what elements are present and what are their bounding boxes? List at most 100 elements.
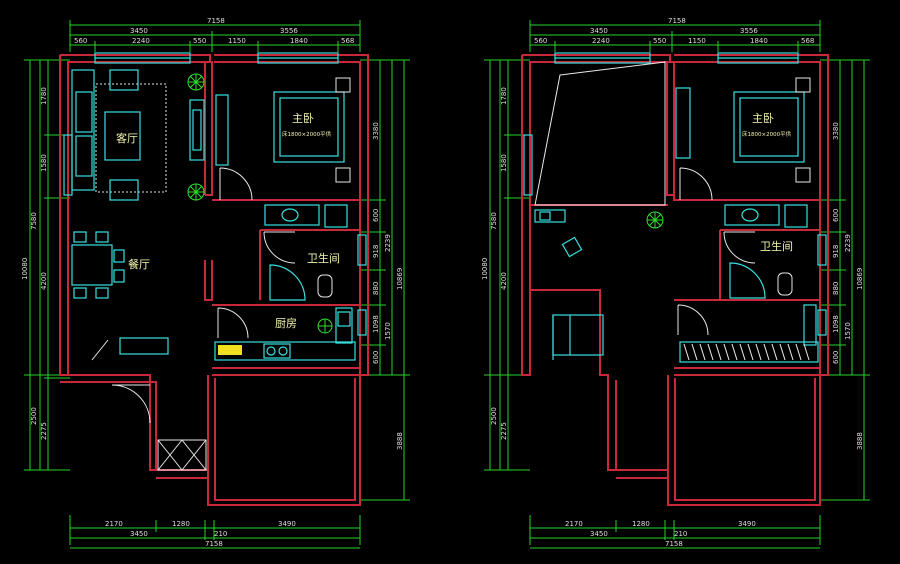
right-study bbox=[534, 209, 664, 258]
left-bottom-dimensions: 2170 1280 3490 3450 210 7158 bbox=[69, 515, 361, 549]
left-bed-note: 床1800×2000平供 bbox=[282, 130, 332, 138]
left-left-outer-2: 10080 bbox=[21, 258, 29, 280]
left-armchair-bottom bbox=[109, 179, 139, 201]
right-floor-plan: 7158 3450 3556 560 2240 550 1150 1840 56… bbox=[481, 17, 870, 549]
left-top-part-3: 550 bbox=[193, 37, 206, 45]
hanger-mark bbox=[691, 343, 698, 361]
left-kitchen-door bbox=[217, 307, 249, 339]
left-shower bbox=[269, 264, 306, 301]
left-left-inner-3: 4200 bbox=[40, 272, 48, 290]
left-windows bbox=[63, 52, 367, 336]
right-bathroom: 卫生间 bbox=[723, 204, 808, 299]
hanger-mark bbox=[683, 343, 690, 361]
left-master-bedroom: 主卧 床1800×2000平供 bbox=[215, 77, 351, 201]
right-bedroom-door bbox=[679, 167, 713, 201]
right-bottom-part-2: 1280 bbox=[632, 520, 650, 528]
left-bottom-part-1: 2170 bbox=[105, 520, 123, 528]
left-bottom-part-3: 3490 bbox=[278, 520, 296, 528]
left-wardrobe bbox=[215, 94, 229, 166]
left-bedroom-door bbox=[219, 167, 253, 201]
left-kitchen: 厨房 bbox=[214, 307, 356, 361]
left-toilet bbox=[317, 274, 333, 298]
hanger-mark bbox=[747, 343, 754, 361]
right-left-outer-3: 2500 bbox=[490, 407, 498, 425]
hanger-mark bbox=[723, 343, 730, 361]
left-right-inner-2: 600 bbox=[372, 209, 380, 222]
right-top-part-1: 560 bbox=[534, 37, 547, 45]
living-room-label: 客厅 bbox=[116, 131, 138, 145]
master-bedroom-label: 主卧 bbox=[292, 112, 314, 125]
left-tv-cabinet bbox=[189, 99, 205, 161]
right-right-outer-4: 3888 bbox=[856, 432, 864, 450]
left-top-total: 7158 bbox=[207, 17, 225, 25]
left-plant-bottom bbox=[187, 183, 205, 201]
right-walls bbox=[521, 54, 829, 506]
left-right-inner-3: 918 bbox=[372, 245, 380, 258]
right-bottom-sub-2: 210 bbox=[674, 530, 687, 538]
left-left-outer-3: 2500 bbox=[30, 407, 38, 425]
left-left-outer-1: 7580 bbox=[30, 212, 38, 230]
right-right-inner-6: 600 bbox=[832, 351, 840, 364]
right-bath-door bbox=[723, 231, 756, 264]
left-top-dimensions: 7158 3450 3556 560 2240 550 1150 1840 56… bbox=[69, 17, 361, 52]
right-desk bbox=[534, 209, 566, 223]
left-left-dimensions: 7580 10080 2500 1780 1580 4200 2275 bbox=[21, 59, 70, 471]
left-dining-table bbox=[71, 244, 113, 286]
left-carpet bbox=[95, 83, 167, 193]
right-left-inner-4: 2275 bbox=[500, 422, 508, 440]
right-hangers bbox=[683, 343, 810, 361]
left-right-outer-2: 10869 bbox=[396, 268, 404, 290]
left-right-outer-3: 1570 bbox=[384, 322, 392, 340]
right-bottom-part-1: 2170 bbox=[565, 520, 583, 528]
left-bottom-sub-2: 210 bbox=[214, 530, 227, 538]
left-right-outer-1: 2239 bbox=[384, 234, 392, 252]
left-left-inner-4: 2275 bbox=[40, 422, 48, 440]
left-bottom-total: 7158 bbox=[205, 540, 223, 548]
bathroom-label: 卫生间 bbox=[307, 251, 340, 265]
right-storage-door bbox=[677, 304, 709, 336]
hanger-mark bbox=[715, 343, 722, 361]
hanger-mark bbox=[707, 343, 714, 361]
right-right-outer-3: 1570 bbox=[844, 322, 852, 340]
left-kitchen-plant bbox=[317, 318, 333, 334]
right-top-part-5: 1840 bbox=[750, 37, 768, 45]
left-top-part-5: 1840 bbox=[290, 37, 308, 45]
right-left-inner-3: 4200 bbox=[500, 272, 508, 290]
hanger-mark bbox=[779, 343, 786, 361]
right-left-outer-1: 7580 bbox=[490, 212, 498, 230]
left-walls bbox=[59, 54, 369, 506]
right-right-inner-1: 3380 bbox=[832, 122, 840, 140]
hanger-mark bbox=[787, 343, 794, 361]
left-top-part-1: 560 bbox=[74, 37, 87, 45]
left-bathroom: 卫生间 bbox=[263, 204, 348, 301]
hanger-mark bbox=[771, 343, 778, 361]
right-bathroom-label: 卫生间 bbox=[760, 239, 793, 253]
right-top-total: 7158 bbox=[668, 17, 686, 25]
right-bed-note: 床1800×2000平供 bbox=[742, 130, 792, 138]
right-right-dimensions: 3380 600 918 880 1098 600 2239 10869 157… bbox=[820, 59, 870, 501]
left-sofa bbox=[71, 69, 95, 191]
left-right-outer-4: 3888 bbox=[396, 432, 404, 450]
left-right-inner-4: 880 bbox=[372, 282, 380, 295]
right-right-inner-4: 880 bbox=[832, 282, 840, 295]
right-storage bbox=[552, 304, 819, 363]
hanger-mark bbox=[739, 343, 746, 361]
right-void bbox=[534, 61, 666, 206]
right-top-sub-1: 3450 bbox=[590, 27, 608, 35]
right-right-outer-1: 2239 bbox=[844, 234, 852, 252]
left-dining-room: 餐厅 bbox=[71, 231, 207, 471]
right-top-part-3: 550 bbox=[653, 37, 666, 45]
left-armchair-top bbox=[109, 69, 139, 91]
right-windows bbox=[523, 52, 827, 336]
left-right-inner-1: 3380 bbox=[372, 122, 380, 140]
right-left-dimensions: 7580 10080 2500 1780 1580 4200 2275 bbox=[481, 59, 530, 471]
left-kitchen-counter bbox=[214, 341, 356, 361]
hanger-mark bbox=[803, 343, 810, 361]
right-top-dimensions: 7158 3450 3556 560 2240 550 1150 1840 56… bbox=[529, 17, 821, 52]
left-plant-top bbox=[187, 73, 205, 91]
right-top-part-2: 2240 bbox=[592, 37, 610, 45]
hanger-mark bbox=[699, 343, 706, 361]
right-left-inner-1: 1780 bbox=[500, 87, 508, 105]
right-left-outer-2: 10080 bbox=[481, 258, 489, 280]
